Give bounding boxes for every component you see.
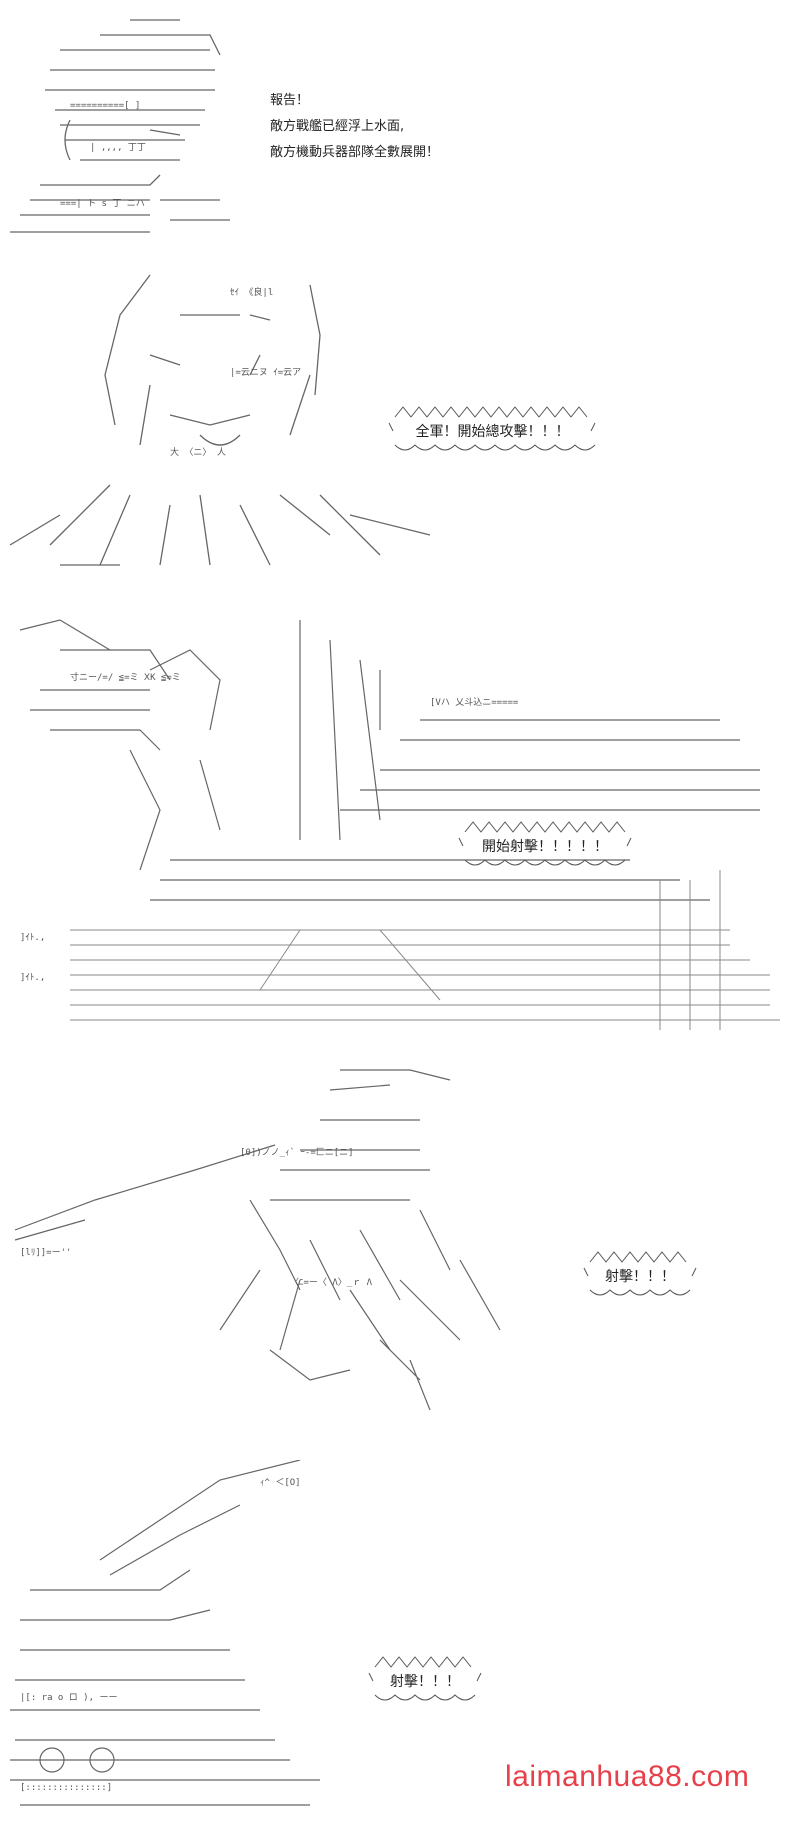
panel-2: ｾｲ 《良|l |=云ニヌ ｲ=云ア 大 〈ニ〉 人 全軍！開始總攻擊！！！ — [0, 265, 800, 595]
svg-text:|=云ニヌ ｲ=云ア: |=云ニヌ ｲ=云ア — [230, 368, 301, 378]
svg-text:| ,,,, 丁丁: | ,,,, 丁丁 — [90, 143, 146, 153]
bubble-text-all-attack: 全軍！開始總攻擊！！！ — [415, 424, 570, 440]
dialog-line-3: 敵方機動兵器部隊全數展開！ — [270, 145, 440, 160]
svg-text:ｨ^ ＜[O]: ｨ^ ＜[O] — [260, 1478, 301, 1488]
bubble-text-start-firing: 開始射擊！！！！！ — [482, 839, 608, 855]
panel-4: [lﾘ]]=ー'' [0])ノノ_ｨ` ｰ-=匚ニ[ニ] 〈ﾆ=ー〈 Λ〉_ｒ … — [0, 1060, 800, 1440]
battleship-ascii-art: 寸ニー/=/ ≦=ミ ⅩK ≦=ミ [Vハ 乂斗込ニ===== ]ｲﾄ., ]ｲ… — [0, 610, 790, 1040]
mech-rifle-ascii-art: [lﾘ]]=ー'' [0])ノノ_ｨ` ｰ-=匚ニ[ニ] 〈ﾆ=ー〈 Λ〉_ｒ … — [0, 1060, 560, 1440]
svg-text:寸ニー/=/ ≦=ミ ⅩK ≦=ミ: 寸ニー/=/ ≦=ミ ⅩK ≦=ミ — [70, 671, 181, 683]
tank-ascii-art: ｨ^ ＜[O] |[: ra o ロ ), ーー [::::::::::::::… — [0, 1460, 360, 1830]
panel-5: ｨ^ ＜[O] |[: ra o ロ ), ーー [::::::::::::::… — [0, 1460, 800, 1833]
svg-text:[Vハ 乂斗込ニ=====: [Vハ 乂斗込ニ===== — [430, 697, 519, 708]
dialog-line-2: 敵方戰艦已經浮上水面, — [270, 119, 405, 134]
svg-text:ｾｲ 《良|l: ｾｲ 《良|l — [230, 286, 273, 298]
bubble-text-fire-2: 射擊！！！ — [390, 1674, 460, 1690]
svg-text:[0])ノノ_ｨ` ｰ-=匚ニ[ニ]: [0])ノノ_ｨ` ｰ-=匚ニ[ニ] — [240, 1147, 354, 1158]
speech-bubble-start-firing: 開始射擊！！！！！ — [455, 820, 635, 870]
svg-text:〈ﾆ=ー〈 Λ〉_ｒ Λ: 〈ﾆ=ー〈 Λ〉_ｒ Λ — [290, 1277, 373, 1288]
svg-text:===| ト s 丁 ニハ: ===| ト s 丁 ニハ — [60, 199, 145, 209]
soldier-ascii-art: ==========[ ] | ,,,, 丁丁 ===| ト s 丁 ニハ — [0, 10, 240, 250]
panel-1: ==========[ ] | ,,,, 丁丁 ===| ト s 丁 ニハ 報告… — [0, 0, 800, 255]
svg-text:[:::::::::::::::]: [:::::::::::::::] — [20, 1783, 112, 1793]
svg-text:|[: ra o ロ ), ーー: |[: ra o ロ ), ーー — [20, 1693, 117, 1703]
site-watermark: laimanhua88.com — [505, 1760, 750, 1793]
svg-text:==========[ ]: ==========[ ] — [70, 101, 140, 111]
svg-text:]ｲﾄ.,: ]ｲﾄ., — [20, 973, 45, 983]
commander-ascii-art: ｾｲ 《良|l |=云ニヌ ｲ=云ア 大 〈ニ〉 人 — [0, 265, 460, 595]
speech-bubble-fire-1: 射擊！！！ — [580, 1250, 700, 1300]
speech-bubble-all-attack: 全軍！開始總攻擊！！！ — [385, 405, 600, 455]
report-dialog: 報告！ 敵方戰艦已經浮上水面, 敵方機動兵器部隊全數展開！ — [270, 88, 439, 166]
bubble-text-fire-1: 射擊！！！ — [605, 1269, 675, 1285]
speech-bubble-fire-2: 射擊！！！ — [365, 1655, 485, 1705]
panel-3: 寸ニー/=/ ≦=ミ ⅩK ≦=ミ [Vハ 乂斗込ニ===== ]ｲﾄ., ]ｲ… — [0, 610, 800, 1040]
svg-text:大 〈ニ〉 人: 大 〈ニ〉 人 — [170, 446, 226, 458]
dialog-line-1: 報告！ — [270, 93, 310, 108]
svg-text:]ｲﾄ.,: ]ｲﾄ., — [20, 933, 45, 943]
svg-text:[lﾘ]]=ー'': [lﾘ]]=ー'' — [20, 1248, 71, 1258]
